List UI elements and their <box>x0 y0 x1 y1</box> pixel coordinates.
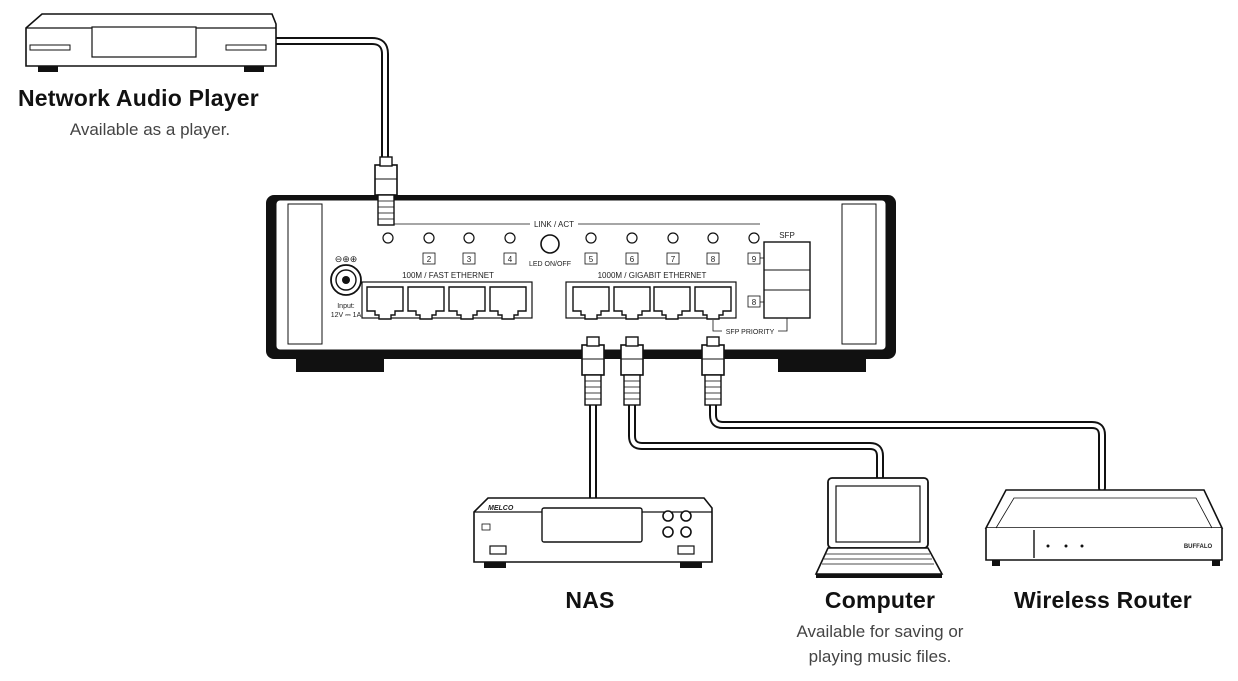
led-8 <box>707 232 719 244</box>
led-3 <box>463 232 475 244</box>
port-number-2: 2 <box>427 255 432 264</box>
port-number-3: 3 <box>467 255 472 264</box>
led-7 <box>667 232 679 244</box>
port-leds <box>382 232 760 244</box>
computer-subtitle-line2: playing music files. <box>808 647 952 666</box>
power-jack <box>330 264 362 296</box>
computer-subtitle-line1: Available for saving or <box>796 622 964 641</box>
nas-title: NAS <box>565 587 615 613</box>
network-audio-player-device <box>25 13 277 72</box>
sfp-port-number-8: 8 <box>752 298 757 307</box>
wireless-router-device: BUFFALO <box>984 489 1224 566</box>
sfp-port-number-9: 9 <box>752 255 757 264</box>
network-switch: ⊖⊕⊕ Input: 12V ⎓ 1A LINK / ACT LED ON/OF… <box>266 195 896 372</box>
link-act-label: LINK / ACT <box>534 220 574 229</box>
power-polarity-symbol: ⊖⊕⊕ <box>335 254 358 264</box>
sfp-priority-label: SFP PRIORITY <box>726 329 775 336</box>
sfp-label: SFP <box>779 231 795 240</box>
led-2 <box>423 232 435 244</box>
laptop-device <box>814 477 944 578</box>
network-audio-player-subtitle: Available as a player. <box>69 120 231 139</box>
fast-ethernet-label: 100M / FAST ETHERNET <box>402 271 494 280</box>
port-number-7: 7 <box>671 255 676 264</box>
input-label: Input: <box>337 303 355 310</box>
port-number-labels: 2 3 4 5 6 7 8 9 8 <box>422 252 761 308</box>
computer-title: Computer <box>824 587 936 613</box>
led-9 <box>748 232 760 244</box>
connector-nas <box>581 336 605 406</box>
gigabit-ethernet-label: 1000M / GIGABIT ETHERNET <box>598 271 707 280</box>
connector-router <box>701 336 725 406</box>
led-1 <box>382 232 394 244</box>
port-number-4: 4 <box>508 255 513 264</box>
connector-computer <box>620 336 644 406</box>
port-number-5: 5 <box>589 255 594 264</box>
port-number-6: 6 <box>630 255 635 264</box>
network-audio-player-title: Network Audio Player <box>18 85 259 111</box>
led-toggle-label: LED ON/OFF <box>529 261 571 268</box>
led-toggle-button <box>540 234 560 254</box>
led-6 <box>626 232 638 244</box>
led-4 <box>504 232 516 244</box>
sfp-cage <box>763 241 811 319</box>
nas-device: MELCO <box>473 497 713 568</box>
router-brand: BUFFALO <box>1184 544 1213 550</box>
wireless-router-title: Wireless Router <box>1014 587 1192 613</box>
port-number-8: 8 <box>711 255 716 264</box>
input-rating: 12V ⎓ 1A <box>331 312 362 319</box>
led-5 <box>585 232 597 244</box>
nas-brand: MELCO <box>488 505 514 512</box>
connector-player <box>374 156 398 226</box>
